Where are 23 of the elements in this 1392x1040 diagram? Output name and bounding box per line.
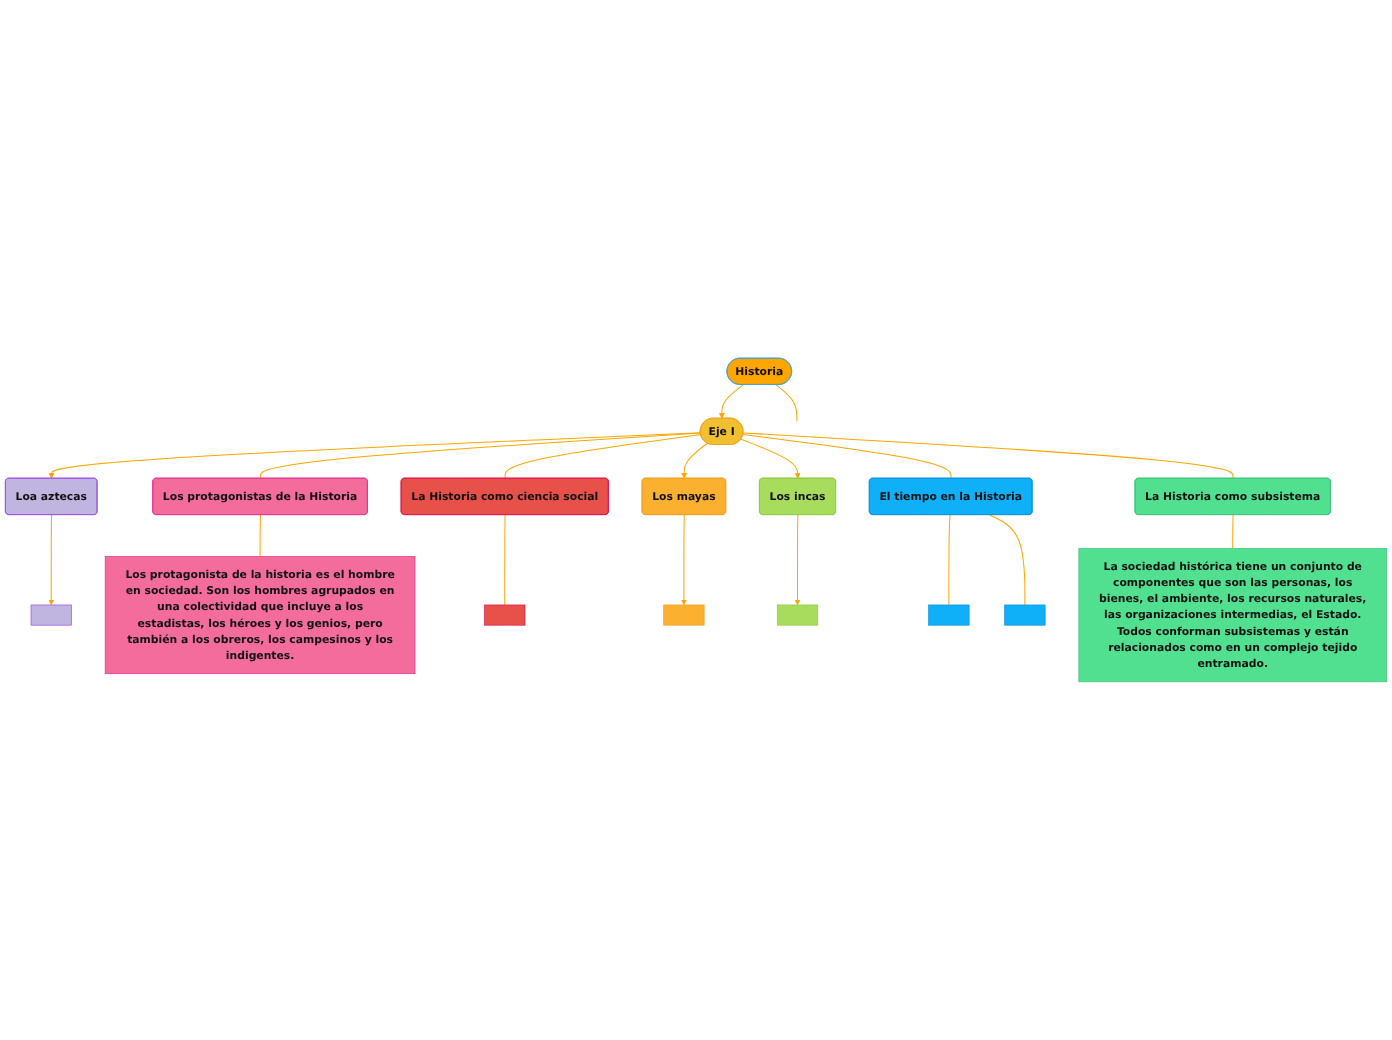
connector [504, 434, 702, 480]
arrow [680, 514, 687, 606]
connector [259, 432, 702, 480]
arrow [681, 442, 708, 479]
node-box [1004, 604, 1046, 626]
arrow [718, 384, 744, 419]
node-box [776, 604, 819, 626]
arrow [48, 432, 702, 479]
connector [775, 384, 798, 422]
connector [259, 514, 261, 557]
connector [504, 514, 506, 606]
connector [1232, 514, 1234, 549]
node-box [928, 604, 970, 626]
arrow [740, 438, 801, 479]
arrow [48, 514, 55, 606]
connector [948, 514, 951, 606]
arrow [794, 514, 801, 606]
node-box [30, 604, 72, 626]
connector [742, 432, 1234, 480]
connector [742, 433, 952, 480]
node-box [484, 604, 526, 626]
node-box [663, 604, 705, 626]
connector [989, 514, 1026, 606]
